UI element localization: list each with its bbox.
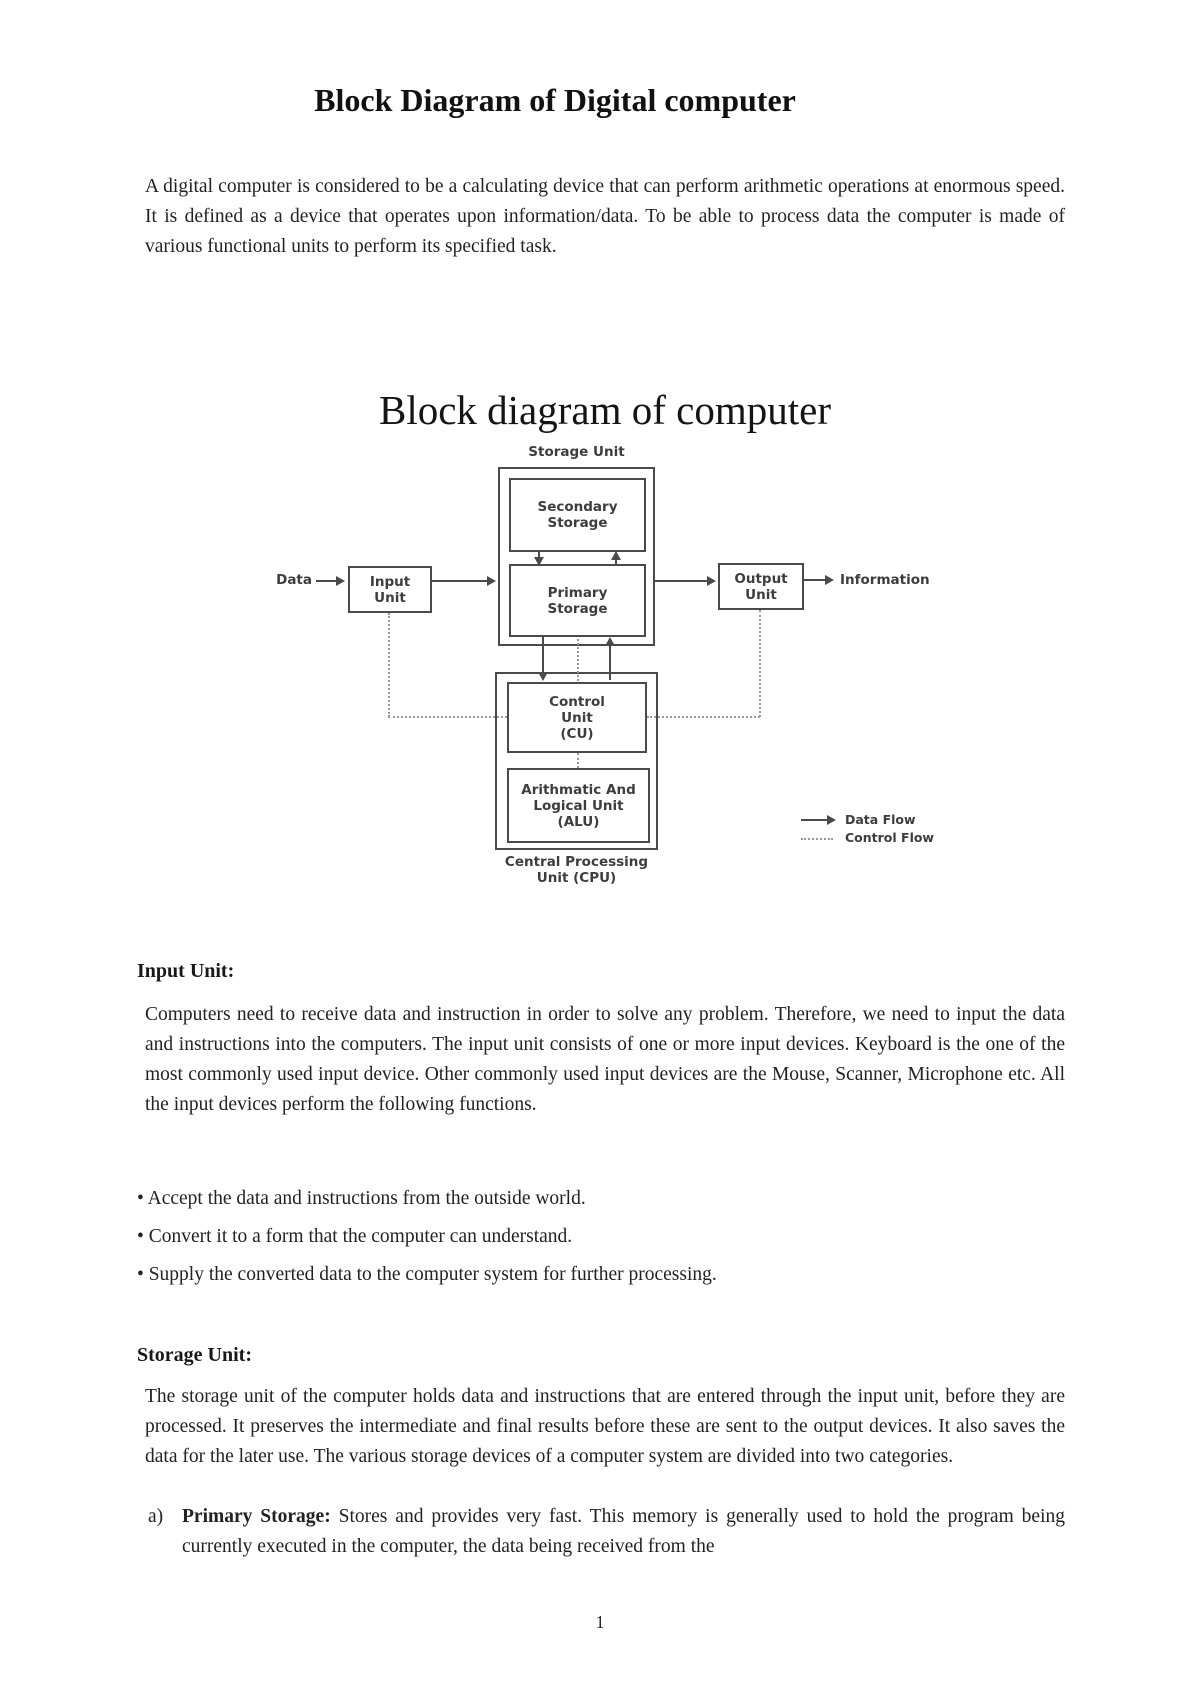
cpu-caption: Central Processing Unit (CPU) bbox=[504, 854, 649, 886]
legend-control-flow-line bbox=[801, 838, 833, 840]
output-to-information-arrowhead bbox=[825, 575, 834, 585]
output-unit-box: Output Unit bbox=[718, 563, 804, 610]
alu-box: Arithmatic And Logical Unit (ALU) bbox=[507, 768, 650, 843]
output-control-line-horizontal bbox=[647, 716, 760, 718]
cpu-box bbox=[495, 672, 658, 850]
cpu-to-storage-line bbox=[609, 645, 611, 680]
legend-data-flow-label: Data Flow bbox=[845, 812, 916, 827]
cu-alu-control-line bbox=[577, 753, 579, 768]
storage-to-cpu-line bbox=[542, 637, 544, 673]
storage-to-output-arrowhead bbox=[707, 576, 716, 586]
secondary-storage-box: Secondary Storage bbox=[509, 478, 646, 552]
storage-to-output-line bbox=[655, 580, 707, 582]
secondary-to-primary-line bbox=[538, 552, 540, 558]
storage-unit-label: Storage Unit bbox=[528, 444, 625, 460]
legend-data-flow-arrowhead bbox=[827, 815, 836, 825]
input-unit-paragraph: Computers need to receive data and instr… bbox=[145, 1004, 1065, 1115]
secondary-to-primary-arrowhead bbox=[534, 557, 544, 566]
input-unit-box: Input Unit bbox=[348, 566, 432, 613]
storage-unit-box bbox=[498, 467, 655, 646]
page-number: 1 bbox=[595, 1612, 605, 1632]
output-control-line-vertical bbox=[759, 610, 761, 717]
data-to-input-arrowhead bbox=[336, 576, 345, 586]
legend-control-flow-label: Control Flow bbox=[845, 830, 934, 845]
list-content: Primary Storage: Stores and provides ver… bbox=[145, 1502, 1065, 1562]
list-text: Stores and provides very fast. This memo… bbox=[182, 1506, 1065, 1557]
control-unit-box: Control Unit (CU) bbox=[507, 682, 647, 753]
bullet-item: • Accept the data and instructions from … bbox=[137, 1188, 586, 1209]
input-unit-heading: Input Unit: bbox=[137, 960, 235, 982]
data-to-input-line bbox=[316, 580, 336, 582]
storage-to-cpu-arrowhead bbox=[538, 672, 548, 681]
figure-title: Block diagram of computer bbox=[378, 387, 831, 433]
input-to-storage-arrowhead bbox=[487, 576, 496, 586]
output-to-information-line bbox=[804, 579, 825, 581]
page-title: Block Diagram of Digital computer bbox=[314, 82, 796, 118]
primary-storage-box: Primary Storage bbox=[509, 564, 646, 637]
list-marker: a) bbox=[148, 1506, 164, 1527]
data-label: Data bbox=[276, 572, 312, 588]
list-lead: Primary Storage: bbox=[182, 1506, 331, 1527]
intro-paragraph: A digital computer is considered to be a… bbox=[145, 176, 1065, 257]
input-to-storage-line bbox=[432, 580, 487, 582]
legend-data-flow-line bbox=[801, 819, 827, 821]
bullet-item: • Convert it to a form that the computer… bbox=[137, 1226, 573, 1247]
information-label: Information bbox=[840, 572, 930, 588]
storage-unit-heading: Storage Unit: bbox=[137, 1344, 252, 1366]
storage-cpu-control-line bbox=[577, 639, 579, 681]
list-item-primary-storage: a) Primary Storage: Stores and provides … bbox=[145, 1502, 1065, 1562]
storage-unit-paragraph: The storage unit of the computer holds d… bbox=[145, 1386, 1065, 1467]
input-control-line-vertical bbox=[388, 613, 390, 717]
primary-to-secondary-arrowhead bbox=[611, 551, 621, 560]
cpu-to-storage-arrowhead bbox=[605, 637, 615, 646]
primary-to-secondary-line bbox=[615, 559, 617, 566]
input-control-line-horizontal bbox=[388, 716, 507, 718]
bullet-item: • Supply the converted data to the compu… bbox=[137, 1264, 717, 1285]
